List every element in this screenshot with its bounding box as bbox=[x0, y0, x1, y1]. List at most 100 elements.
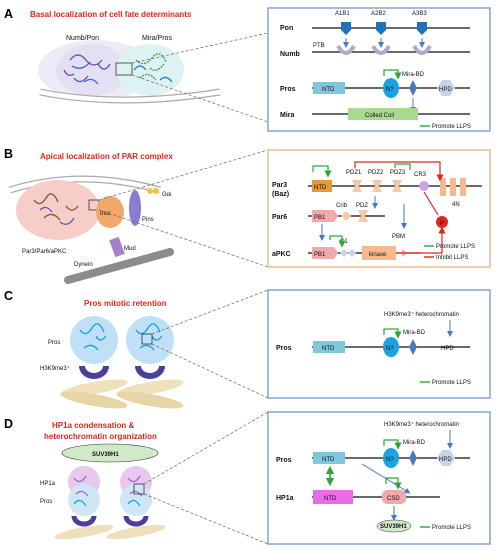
panel-a: A Basal localization of cell fate determ… bbox=[4, 7, 491, 132]
panel-b-title: Apical localization of PAR complex bbox=[40, 152, 173, 161]
legend-promote-c: Promote LLPS bbox=[432, 380, 471, 386]
suv-label-d: SUV39H1 bbox=[92, 452, 119, 458]
ptb-label: PTB bbox=[313, 43, 325, 49]
par3-sub-label: (Baz) bbox=[272, 191, 289, 198]
suv39h1-label-d: SUV39H1 bbox=[380, 524, 407, 530]
pon-row-label: Pon bbox=[280, 25, 293, 32]
svg-text:A2B2: A2B2 bbox=[371, 11, 386, 17]
ntd-domain-hp1a bbox=[313, 490, 353, 504]
panel-letter-d: D bbox=[4, 417, 13, 431]
legend-inhibit-b: Inhibit LLPS bbox=[436, 255, 468, 261]
mira-bd-diamond-c bbox=[409, 339, 417, 355]
svg-text:NTD: NTD bbox=[322, 457, 335, 463]
pros-label-d: Pros bbox=[40, 499, 52, 505]
coiled-coil-domain bbox=[348, 108, 418, 120]
panel-letter-a: A bbox=[4, 7, 13, 21]
heterochromatin-label-d: H3K9me3⁺ heterochromatin bbox=[384, 421, 459, 428]
dynein-label: Dynein bbox=[74, 262, 93, 268]
mud-label: Mud bbox=[124, 246, 136, 252]
svg-text:HPD: HPD bbox=[439, 457, 452, 463]
cr3-domain bbox=[419, 181, 429, 191]
a1b1-domain: A1B1 bbox=[335, 11, 351, 35]
cell-cartoon-c: Pros H3K9me3⁺ bbox=[40, 316, 184, 409]
legend-promote-a: Promote LLPS bbox=[432, 124, 471, 130]
suv39h1-shape bbox=[376, 519, 412, 533]
par3-row-label: Par3 bbox=[272, 182, 287, 189]
pbm-label: PBM bbox=[392, 234, 405, 240]
pros-row-label-a: Pros bbox=[280, 86, 296, 93]
n-question-domain-c bbox=[383, 337, 399, 357]
legend-promote-d: Promote LLPS bbox=[432, 525, 471, 531]
svg-text:Coiled Coil: Coiled Coil bbox=[365, 113, 394, 119]
mira-row-label: Mira bbox=[280, 112, 295, 119]
ntd-domain-d bbox=[313, 452, 345, 464]
svg-text:PB1: PB1 bbox=[314, 252, 326, 258]
svg-text:N?: N? bbox=[386, 457, 394, 463]
svg-text:PDZ1: PDZ1 bbox=[346, 170, 362, 176]
mira-bd-diamond-d bbox=[409, 450, 417, 466]
gai-label: Gαi bbox=[162, 192, 171, 198]
svg-text:kinase: kinase bbox=[369, 252, 387, 258]
pb1-domain-apkc bbox=[312, 247, 338, 259]
svg-text:CSD: CSD bbox=[387, 496, 400, 502]
insc-label: Insc bbox=[100, 211, 111, 217]
cell-cartoon-a: Numb/Pon Mira/Pros bbox=[38, 35, 221, 104]
apkc-row-label: aPKC bbox=[272, 251, 291, 258]
n-question-domain-a bbox=[383, 78, 399, 98]
pros-label-c: Pros bbox=[48, 340, 60, 346]
panel-c-box bbox=[267, 289, 491, 399]
a2b2-domain: A2B2 bbox=[371, 11, 386, 35]
svg-text:PDZ2: PDZ2 bbox=[368, 170, 384, 176]
a3b3-domain: A3B3 bbox=[412, 11, 427, 35]
svg-text:PB1: PB1 bbox=[314, 215, 326, 221]
mira-bd-diamond-a bbox=[409, 80, 417, 96]
svg-text:NTD: NTD bbox=[322, 346, 335, 352]
panel-a-title: Basal localization of cell fate determin… bbox=[30, 10, 192, 19]
svg-text:NTD: NTD bbox=[324, 496, 337, 502]
svg-text:NTD: NTD bbox=[314, 185, 327, 191]
hpd-label-c: HPD bbox=[441, 346, 454, 352]
phospho-p-icon bbox=[436, 216, 448, 228]
4n-label: 4N bbox=[452, 202, 460, 208]
complex-label: Par3/Par6/aPKC bbox=[22, 249, 67, 255]
pros-row-label-d: Pros bbox=[276, 457, 292, 464]
svg-text:PDZ3: PDZ3 bbox=[390, 170, 406, 176]
pdz2-domain: PDZ2 bbox=[368, 170, 384, 192]
pins-label: Pins bbox=[142, 217, 154, 223]
panel-c: C Pros mitotic retention Pros H3K9me3⁺ H… bbox=[4, 289, 491, 409]
svg-text:A1B1: A1B1 bbox=[335, 11, 350, 17]
svg-text:A3B3: A3B3 bbox=[412, 11, 427, 17]
panel-d-title-2: heterochromatin organization bbox=[44, 432, 157, 441]
panel-d-box bbox=[267, 411, 491, 545]
crib-label: Crib bbox=[336, 203, 348, 209]
numb-row-label: Numb bbox=[280, 51, 300, 58]
panel-b: B Apical localization of PAR complex Ins… bbox=[4, 147, 491, 284]
pdz-label: PDZ bbox=[356, 203, 368, 209]
cell-cartoon-d: SUV39H1 HP1a Pros bbox=[40, 443, 166, 540]
par6-row-label: Par6 bbox=[272, 214, 287, 221]
pdz3-domain: PDZ3 bbox=[390, 170, 406, 192]
mira-bd-label-d: Mira-BD bbox=[403, 440, 426, 446]
mira-pros-label: Mira/Pros bbox=[142, 35, 172, 42]
svg-text:HPD: HPD bbox=[439, 87, 452, 93]
hp1a-row-label-d: HP1a bbox=[276, 495, 294, 502]
h3k9-label-c: H3K9me3⁺ bbox=[40, 365, 70, 372]
ntd-domain-c bbox=[313, 341, 345, 353]
cr3-label: CR3 bbox=[414, 172, 427, 178]
legend-promote-b: Promote LLPS bbox=[436, 244, 475, 250]
ntd-domain-par3 bbox=[312, 180, 332, 192]
mira-bd-label-c: Mira-BD bbox=[403, 330, 426, 336]
svg-text:NTD: NTD bbox=[322, 87, 335, 93]
pros-row-label-c: Pros bbox=[276, 345, 292, 352]
hpd-domain-a bbox=[437, 80, 455, 96]
panel-letter-c: C bbox=[4, 289, 13, 303]
c1-label: C1 bbox=[340, 239, 348, 245]
numb-pon-label: Numb/Pon bbox=[66, 35, 99, 42]
panel-d: D HP1a condensation & heterochromatin or… bbox=[4, 411, 491, 545]
panel-d-title-1: HP1a condensation & bbox=[52, 421, 134, 430]
panel-c-title: Pros mitotic retention bbox=[84, 299, 167, 308]
cell-cartoon-b: Insc Pins Gαi Mud Dynein Par3/Par6/aPKC bbox=[8, 175, 174, 284]
svg-text:N?: N? bbox=[386, 346, 394, 352]
svg-text:P: P bbox=[440, 221, 444, 227]
